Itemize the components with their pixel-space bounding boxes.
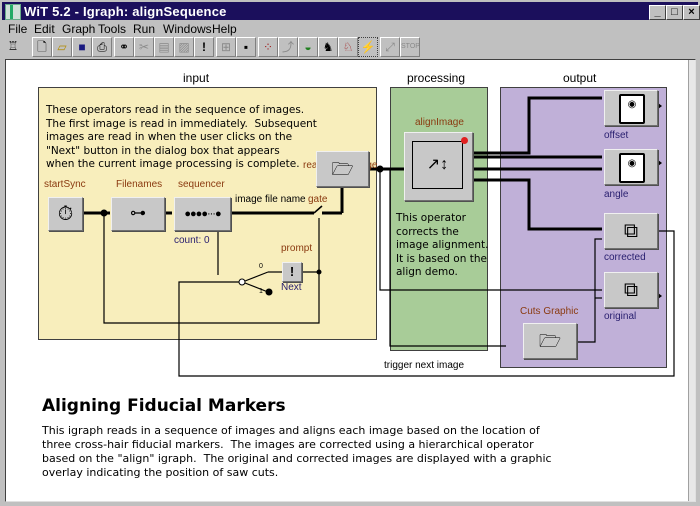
original-overlay-operator[interactable]: ⧉ <box>604 272 658 308</box>
paste-icon[interactable]: ▨ <box>174 37 194 57</box>
alignimage-operator[interactable]: ↗↕ <box>404 132 473 201</box>
startsync-label: startSync <box>44 179 86 190</box>
sequencer-count: count: 0 <box>174 235 210 246</box>
robot-icon[interactable]: ♖ <box>4 37 22 55</box>
menu-file[interactable]: File <box>8 22 28 36</box>
prompt-label: prompt <box>281 243 313 254</box>
open-folder-icon: 🗁 <box>331 159 354 179</box>
offset-display-operator[interactable]: ◉ <box>604 90 658 126</box>
display-monitor-icon: ◉ <box>619 153 645 183</box>
overlay-shapes-icon: ⧉ <box>623 220 639 242</box>
wires-layer <box>84 96 675 377</box>
error-indicator-dot <box>461 137 468 144</box>
save-icon[interactable]: ■ <box>72 37 92 57</box>
sequence-dots-icon: ●●●●···● <box>184 208 221 220</box>
cuts-graphic-label: Cuts Graphic <box>520 306 579 317</box>
image-file-name-label: image file name <box>235 194 306 205</box>
exclamation-icon[interactable]: ! <box>194 37 214 57</box>
next-button-label[interactable]: Next <box>281 282 302 293</box>
copy-icon[interactable]: ▤ <box>154 37 174 57</box>
original-label: original <box>604 311 637 322</box>
overlay-shapes-icon: ⧉ <box>623 279 639 301</box>
read-input-image-operator[interactable]: 🗁 <box>316 151 369 187</box>
input-note: These operators read in the sequence of … <box>46 104 317 170</box>
menu-windows[interactable]: Windows <box>163 22 212 36</box>
file-tree-icon: ⊶ <box>130 205 146 222</box>
gate-label: gate <box>308 194 328 205</box>
hierarchy-icon[interactable]: ⊞ <box>216 37 236 57</box>
trigger-next-image-label: trigger next image <box>384 360 465 371</box>
corrected-overlay-operator[interactable]: ⧉ <box>604 213 658 249</box>
app-icon[interactable] <box>5 4 21 20</box>
find-icon[interactable]: ⚭ <box>114 37 134 57</box>
filenames-label: Filenames <box>116 179 163 190</box>
switch-port-0: 0 <box>259 263 263 270</box>
probe-icon[interactable]: ▪ <box>236 37 256 57</box>
filenames-operator[interactable]: ⊶ <box>111 197 165 231</box>
print-icon[interactable]: ⎙ <box>92 37 112 57</box>
menu-run[interactable]: Run <box>133 22 156 36</box>
open-folder-icon: 🗁 <box>538 331 562 351</box>
cuts-graphic-operator[interactable]: 🗁 <box>523 323 577 359</box>
paw-icon[interactable]: ⁘ <box>258 37 278 57</box>
group-label-input: input <box>183 71 210 85</box>
corrected-label: corrected <box>604 252 646 263</box>
angle-label: angle <box>604 189 629 200</box>
group-label-processing: processing <box>407 71 466 85</box>
alignimage-label: alignImage <box>415 117 464 128</box>
open-icon[interactable]: ▱ <box>52 37 72 57</box>
sequencer-label: sequencer <box>178 179 225 190</box>
group-label-output: output <box>563 71 597 85</box>
toolbar: ♖ 🗋 ▱ ■ ⎙ ⚭ ✂ ▤ ▨ ! ⊞ ▪ ⁘ ⤴ ◒ ♞ ♘ ⚡ ⤢ ST… <box>2 37 698 57</box>
step-icon[interactable]: ⤴ <box>278 37 298 57</box>
switch-port-1: 1 <box>259 288 263 295</box>
reset-icon[interactable]: ⤢ <box>380 37 400 57</box>
processing-group-panel <box>390 87 488 351</box>
wire-trigger-next-image <box>178 230 675 377</box>
align-cross-icon: ↗↕ <box>412 141 463 189</box>
window-title: WiT 5.2 - Igraph: alignSequence <box>24 4 227 19</box>
processing-note: This operator corrects the image alignme… <box>396 212 489 278</box>
sequencer-operator[interactable]: ●●●●···● <box>174 197 231 231</box>
menu-help[interactable]: Help <box>212 22 237 36</box>
stop-icon[interactable]: STOP <box>400 37 420 57</box>
startsync-operator[interactable]: ⏱ <box>48 197 83 231</box>
maximize-button[interactable]: □ <box>666 5 683 20</box>
close-button[interactable]: × <box>683 5 700 20</box>
title-bar: WiT 5.2 - Igraph: alignSequence _ □ × <box>2 2 700 20</box>
exclamation-icon: ! <box>289 264 295 279</box>
minimize-button[interactable]: _ <box>649 5 666 20</box>
runner-icon[interactable]: ♞ <box>318 37 338 57</box>
prompt-operator[interactable]: ! <box>282 262 302 282</box>
description-body: This igraph reads in a sequence of image… <box>42 424 552 479</box>
offset-label: offset <box>604 130 629 141</box>
vertical-scrollbar[interactable] <box>688 60 695 501</box>
menu-bar: File Edit Graph Tools Run Windows Help <box>2 21 698 37</box>
igraph-canvas[interactable]: input processing output <box>5 59 696 502</box>
new-icon[interactable]: 🗋 <box>32 37 52 57</box>
menu-graph[interactable]: Graph <box>62 22 96 36</box>
lightning-icon[interactable]: ⚡ <box>358 37 378 57</box>
turtle-icon[interactable]: ◒ <box>298 37 318 57</box>
description-title: Aligning Fiducial Markers <box>42 396 286 416</box>
display-monitor-icon: ◉ <box>619 94 645 124</box>
angle-display-operator[interactable]: ◉ <box>604 149 658 185</box>
rabbit-icon[interactable]: ♘ <box>338 37 358 57</box>
menu-tools[interactable]: Tools <box>98 22 127 36</box>
stopwatch-icon: ⏱ <box>57 203 74 225</box>
cut-icon[interactable]: ✂ <box>134 37 154 57</box>
menu-edit[interactable]: Edit <box>34 22 55 36</box>
